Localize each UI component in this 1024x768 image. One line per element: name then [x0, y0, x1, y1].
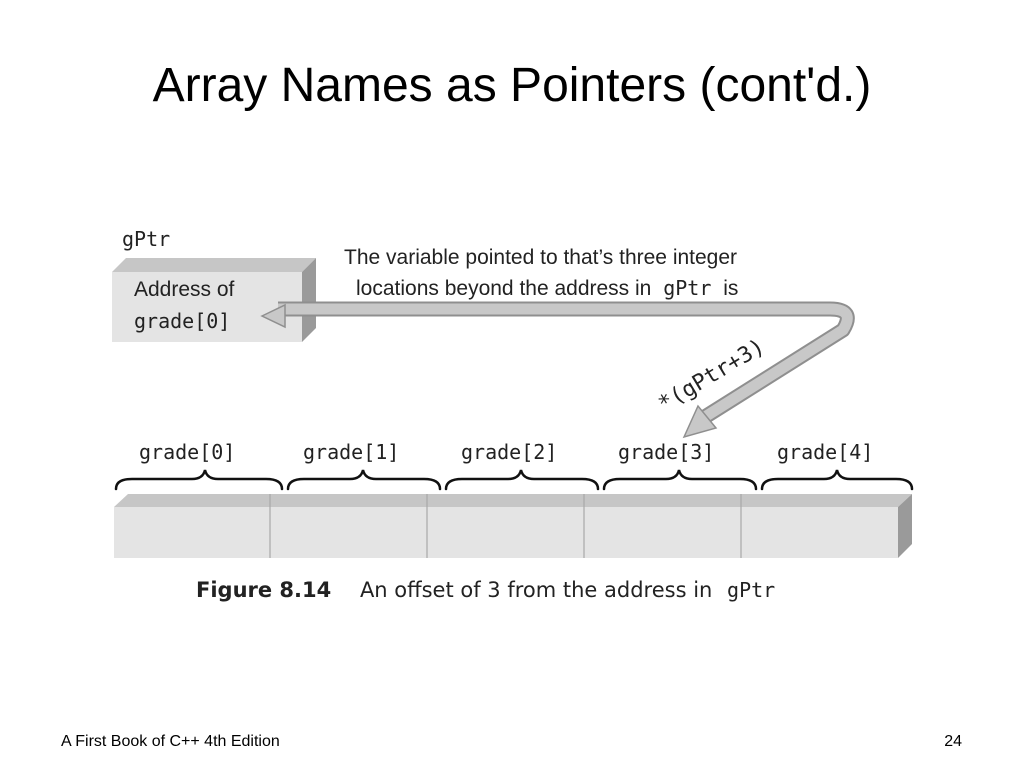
- slide-title: Array Names as Pointers (cont'd.): [152, 59, 872, 112]
- array-label-4: grade[4]: [777, 440, 873, 464]
- array-strip-front: [114, 507, 898, 558]
- figure-caption: Figure 8.14 An offset of 3 from the addr…: [196, 578, 775, 602]
- pointer-box: Address of grade[0]: [112, 258, 316, 342]
- brace-4: [760, 469, 914, 491]
- array-strip: [114, 494, 912, 558]
- array-label-2: grade[2]: [461, 440, 557, 464]
- pointer-arrow-body: [278, 303, 853, 425]
- callout-line2: locations beyond the address in gPtr is: [356, 276, 738, 300]
- array-braces: [114, 469, 914, 491]
- callout-line2-end: is: [723, 277, 738, 300]
- brace-3: [602, 469, 758, 491]
- caption-text: An offset of 3 from the address in: [360, 578, 712, 602]
- array-cell-dividers: [269, 494, 742, 558]
- footer-book-title: A First Book of C++ 4th Edition: [61, 733, 280, 750]
- array-label-1: grade[1]: [303, 440, 399, 464]
- pointer-arrow-tail: [260, 303, 286, 329]
- callout-line1: The variable pointed to that’s three int…: [344, 246, 737, 269]
- pointer-box-side: [302, 258, 316, 342]
- brace-1: [286, 469, 442, 491]
- pointer-box-line2: grade[0]: [134, 309, 230, 333]
- pointer-name-label: gPtr: [122, 227, 170, 251]
- array-label-0: grade[0]: [139, 440, 235, 464]
- array-labels: grade[0] grade[1] grade[2] grade[3] grad…: [139, 440, 873, 464]
- array-strip-side: [898, 494, 912, 558]
- callout-line2-text: locations beyond the address in: [356, 277, 651, 300]
- pointer-arrow-head: [682, 404, 718, 439]
- callout-line2-code: gPtr: [663, 276, 711, 300]
- array-label-3: grade[3]: [618, 440, 714, 464]
- pointer-box-line1: Address of: [134, 278, 235, 301]
- footer-page-number: 24: [944, 733, 962, 750]
- pointer-arrow: [260, 301, 855, 439]
- pointer-arrow-outline: [278, 301, 855, 427]
- pointer-box-top: [112, 258, 316, 272]
- pointer-box-front: [112, 272, 302, 342]
- caption-label: Figure 8.14: [196, 578, 331, 602]
- brace-0: [114, 469, 284, 491]
- brace-2: [444, 469, 600, 491]
- caption-code: gPtr: [727, 578, 775, 602]
- array-strip-top: [114, 494, 912, 507]
